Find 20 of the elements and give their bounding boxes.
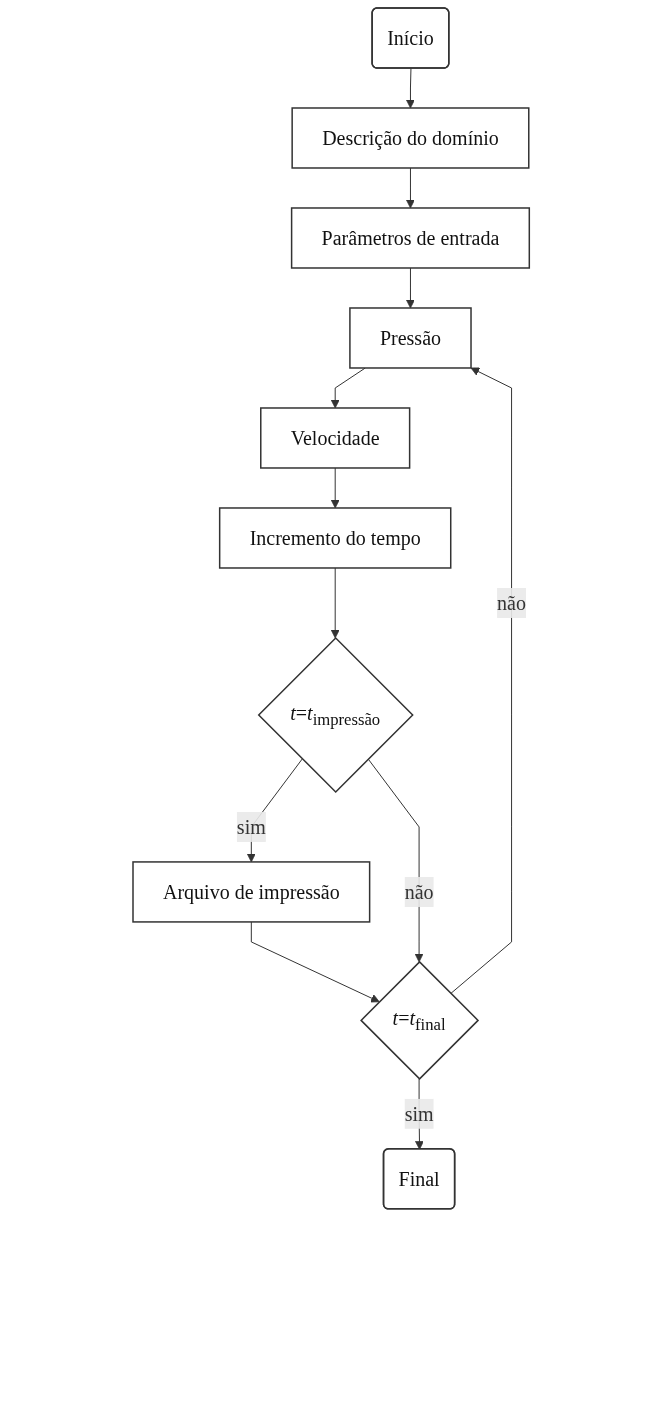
- node-box: Pressão: [349, 307, 472, 369]
- edge-label: sim: [404, 1102, 434, 1125]
- edge-label: sim: [236, 815, 266, 838]
- edge-label: não: [404, 880, 434, 903]
- node-box: Arquivo de impressão: [132, 861, 371, 923]
- node-diamond: t=t$_{impressão}$: [257, 636, 414, 793]
- node-box: Velocidade: [259, 407, 411, 469]
- arrow: [330, 567, 340, 639]
- node-diamond: t=t$_{final}$: [359, 960, 479, 1080]
- arrow: [405, 167, 415, 209]
- node-box: Descrição do domínio: [291, 107, 530, 169]
- node-box: Incremento do tempo: [218, 507, 452, 569]
- arrow: [405, 68, 415, 109]
- arrow: [330, 467, 340, 509]
- node-box: Parâmetros de entrada: [290, 207, 530, 269]
- arrow: [450, 367, 512, 995]
- arrow: [405, 267, 415, 309]
- arrow: [250, 921, 380, 1003]
- edge-label: não: [496, 591, 526, 614]
- arrow: [330, 367, 366, 409]
